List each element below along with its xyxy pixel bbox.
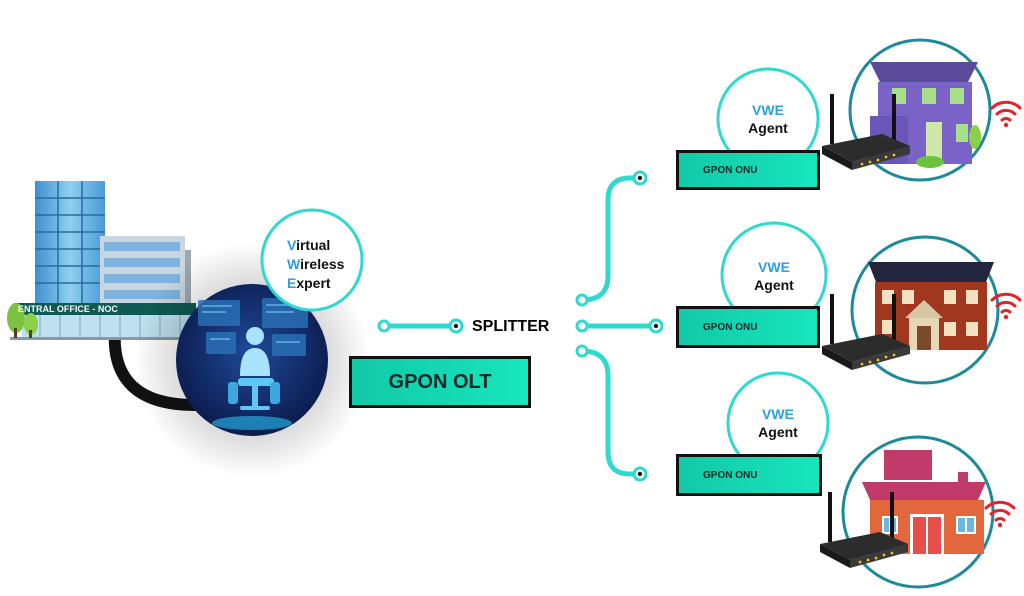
fiber-lines — [381, 175, 659, 477]
vwe-expert-text: Virtual Wireless Expert — [287, 236, 344, 293]
central-office-label: ENTRAL OFFICE - NOC — [18, 304, 118, 314]
vwe-expert-line-3: Expert — [287, 275, 331, 291]
gpon-olt-box: GPON OLT — [349, 356, 531, 408]
vwe-expert-line-1: Virtual — [287, 237, 331, 253]
splitter-label: SPLITTER — [472, 318, 550, 335]
router-icon — [822, 94, 910, 170]
gpon-onu-box-3: GPON ONU — [676, 454, 822, 496]
router-icon — [822, 294, 910, 370]
connector-splitter-mid — [575, 319, 589, 333]
central-office-building — [7, 181, 200, 340]
gpon-onu-box-2: GPON ONU — [676, 306, 820, 348]
connector-splitter-bottom — [575, 344, 589, 358]
gpon-onu-label-2: GPON ONU — [703, 321, 758, 333]
wifi-icon — [990, 292, 1022, 320]
connector-splitter-top — [575, 293, 589, 307]
fiber-connectors — [377, 170, 664, 482]
splitter-fiber-bottom — [579, 348, 643, 477]
splitter-fiber-top — [579, 175, 643, 303]
tree-icon — [7, 303, 25, 333]
connector-olt-left — [377, 319, 391, 333]
vwe-expert-line-2: Wireless — [287, 256, 345, 272]
vwe-agent-2: VWE Agent — [754, 259, 794, 293]
tree-icon — [24, 313, 38, 335]
gpon-olt-label: GPON OLT — [388, 370, 492, 393]
gpon-onu-label-3: GPON ONU — [703, 469, 758, 481]
gpon-onu-label-1: GPON ONU — [703, 164, 758, 176]
gpon-onu-box-1: GPON ONU — [676, 150, 820, 190]
wifi-icon — [990, 100, 1022, 128]
wifi-icon — [984, 500, 1016, 528]
vwe-agent-3: VWE Agent — [758, 406, 798, 440]
vwe-expert-bubble — [260, 208, 364, 312]
vwe-agent-1: VWE Agent — [748, 102, 788, 136]
router-icon — [820, 492, 908, 568]
